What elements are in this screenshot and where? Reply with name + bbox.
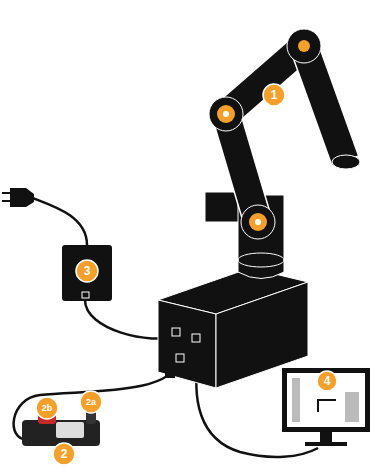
plug-pin: [2, 200, 10, 202]
callout-number: 4: [316, 370, 338, 392]
plug-pin: [2, 192, 10, 194]
port: [192, 334, 200, 342]
callout-circle: [317, 371, 337, 391]
monitor-stand: [305, 442, 347, 446]
joint-hub: [249, 213, 267, 231]
port: [172, 328, 180, 336]
power-supply: [62, 245, 112, 301]
power-cord: [30, 197, 87, 245]
joint: [287, 29, 321, 63]
callout-circle: [76, 260, 98, 282]
screen-panel: [292, 378, 300, 422]
callout-circle: [80, 391, 102, 413]
callout-circle: [53, 443, 75, 465]
screen-robot: [318, 400, 336, 412]
callout-number: 2a: [80, 391, 102, 413]
callout-circle: [36, 397, 58, 419]
turret-ring: [238, 253, 284, 267]
arm-outline: [304, 46, 345, 160]
joint-hub: [217, 105, 235, 123]
screen-panel: [345, 392, 359, 422]
callout-circle: [263, 84, 285, 106]
joint-center: [255, 219, 261, 225]
foot: [290, 352, 300, 358]
callout-number: 2b: [36, 397, 58, 419]
pendant-panel: [56, 422, 84, 438]
joint: [241, 205, 275, 239]
plug: [10, 188, 34, 207]
callout-number: 3: [76, 260, 98, 282]
supply-port: [82, 292, 89, 298]
joint-center: [223, 111, 229, 117]
joint: [209, 97, 243, 131]
foot: [165, 372, 175, 378]
tool-flange: [332, 155, 360, 169]
callout-number: 1: [263, 84, 285, 106]
base-front: [158, 300, 216, 388]
monitor-neck: [320, 432, 332, 442]
callout-number: 2: [53, 443, 75, 465]
forearm: [304, 46, 345, 160]
monitor: [282, 368, 370, 432]
port: [176, 354, 184, 362]
joint-hub: [298, 40, 310, 52]
